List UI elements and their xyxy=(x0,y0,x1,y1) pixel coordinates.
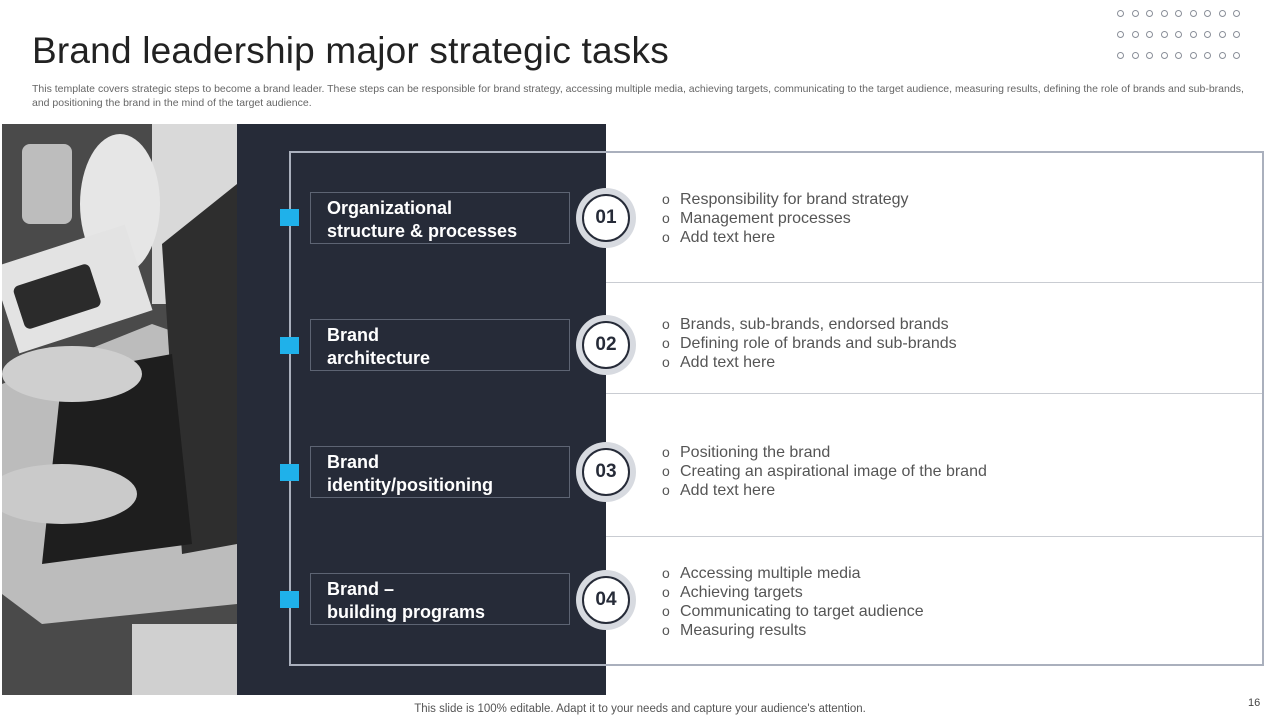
decorative-dot xyxy=(1218,31,1226,38)
bullet-marker: o xyxy=(662,565,670,581)
bullet-marker: o xyxy=(662,354,670,370)
decorative-dot xyxy=(1189,10,1197,17)
page-title: Brand leadership major strategic tasks xyxy=(32,30,669,71)
decorative-dot xyxy=(1160,52,1168,59)
task-number: 01 xyxy=(582,194,630,242)
decorative-dot xyxy=(1146,10,1153,17)
decorative-dot xyxy=(1146,31,1153,38)
task-number-badge: 01 xyxy=(576,188,636,248)
bullet-marker: o xyxy=(662,482,670,498)
row-divider-1 xyxy=(606,282,1264,283)
decorative-dot xyxy=(1175,52,1182,59)
decorative-dot xyxy=(1204,10,1211,17)
decorative-dot xyxy=(1131,10,1139,17)
decorative-dot xyxy=(1146,52,1153,59)
bullet-marker: o xyxy=(662,210,670,226)
task-label-box: Brand identity/positioning xyxy=(310,446,570,498)
decorative-dot xyxy=(1175,10,1182,17)
task-label-box: Brand – building programs xyxy=(310,573,570,625)
task-number: 02 xyxy=(582,321,630,369)
decorative-dot xyxy=(1218,10,1226,17)
decorative-dot xyxy=(1131,52,1139,59)
bullet-marker: o xyxy=(662,584,670,600)
decorative-dot xyxy=(1175,31,1182,38)
decorative-dot xyxy=(1189,52,1197,59)
bullet-marker: o xyxy=(662,603,670,619)
task-number: 04 xyxy=(582,576,630,624)
decorative-dot xyxy=(1117,10,1124,17)
bullet-marker: o xyxy=(662,335,670,351)
laptop-photo xyxy=(2,124,237,695)
bullet-marker: o xyxy=(662,229,670,245)
decorative-dot xyxy=(1131,31,1139,38)
decorative-dot xyxy=(1117,52,1124,59)
task-marker xyxy=(280,464,299,481)
bullet-marker: o xyxy=(662,316,670,332)
decorative-dot xyxy=(1218,52,1226,59)
task-marker xyxy=(280,209,299,226)
row-divider-3 xyxy=(606,536,1264,537)
task-label-box: Organizational structure & processes xyxy=(310,192,570,244)
task-number-badge: 03 xyxy=(576,442,636,502)
decorative-dot xyxy=(1233,10,1240,17)
row-divider-2 xyxy=(606,393,1264,394)
task-marker xyxy=(280,591,299,608)
decorative-dot xyxy=(1204,31,1211,38)
decorative-dot xyxy=(1189,31,1197,38)
decorative-dot xyxy=(1160,10,1168,17)
bullet-marker: o xyxy=(662,191,670,207)
page-subtitle: This template covers strategic steps to … xyxy=(32,83,1244,109)
decorative-dot xyxy=(1117,31,1124,38)
task-number-badge: 04 xyxy=(576,570,636,630)
task-label-box: Brand architecture xyxy=(310,319,570,371)
decorative-dot xyxy=(1233,31,1240,38)
decorative-dot xyxy=(1233,52,1240,59)
footer-note: This slide is 100% editable. Adapt it to… xyxy=(414,703,866,715)
task-number-badge: 02 xyxy=(576,315,636,375)
decorative-dot xyxy=(1160,31,1168,38)
decorative-dot xyxy=(1204,52,1211,59)
task-marker xyxy=(280,337,299,354)
task-number: 03 xyxy=(582,448,630,496)
bullet-marker: o xyxy=(662,463,670,479)
bullet-marker: o xyxy=(662,444,670,460)
page-number: 16 xyxy=(1248,697,1261,709)
bullet-marker: o xyxy=(662,622,670,638)
